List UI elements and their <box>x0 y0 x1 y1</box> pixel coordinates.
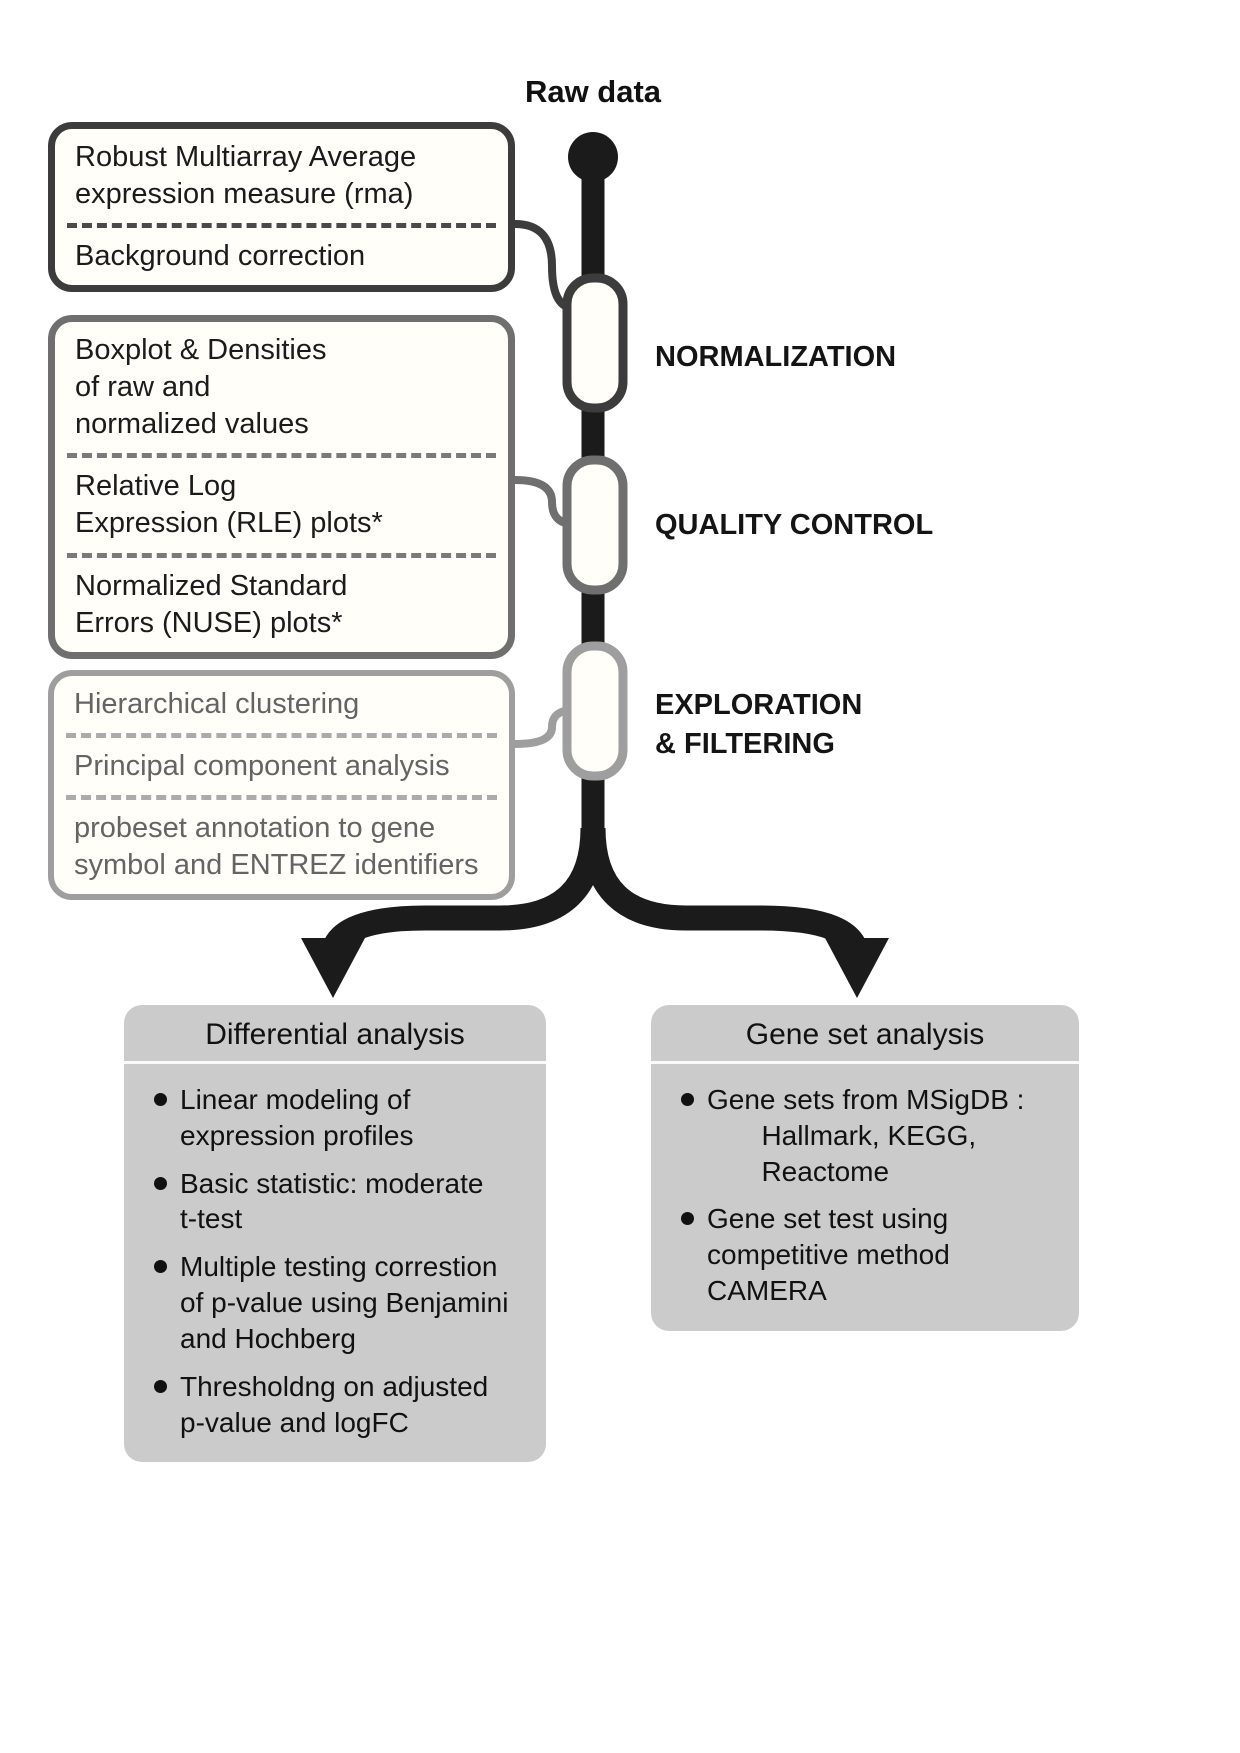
dashed-separator <box>67 552 496 558</box>
bullet-dot-icon <box>681 1212 694 1226</box>
dashed-separator <box>67 453 496 459</box>
method-item: Boxplot & Densities of raw and normalize… <box>75 334 327 441</box>
dashed-separator <box>67 223 496 229</box>
stage-label-quality-control: QUALITY CONTROL <box>655 509 934 541</box>
bullet-item: Thresholdng on adjusted p-value and logF… <box>154 1369 534 1441</box>
bullet-dot-icon <box>154 1093 167 1106</box>
left-branch-line <box>320 827 606 960</box>
stage-label-exploration-filtering: EXPLORATION & FILTERING <box>655 689 863 761</box>
bullet-item: Multiple testing correstion of p-value u… <box>154 1249 534 1356</box>
quality-control-node <box>562 455 628 595</box>
right-branch-line <box>580 827 870 960</box>
method-item: Principal component analysis <box>74 750 450 783</box>
analysis-title: Differential analysis <box>124 1005 546 1064</box>
bullet-item: Gene set test using competitive method C… <box>681 1201 1067 1308</box>
bullet-list: Linear modeling of expression profiles B… <box>124 1064 546 1462</box>
bullet-text: Gene set test using competitive method C… <box>707 1203 950 1307</box>
bullet-item: Linear modeling of expression profiles <box>154 1082 534 1154</box>
normalization-node <box>562 273 628 413</box>
bullet-text: Thresholdng on adjusted p-value and logF… <box>180 1370 489 1438</box>
bullet-dot-icon <box>681 1093 694 1106</box>
bullet-dot-icon <box>154 1176 167 1190</box>
differential-analysis-box: Differential analysis Linear modeling of… <box>124 1005 546 1463</box>
gene-set-analysis-box: Gene set analysis Gene sets from MSigDB … <box>651 1005 1079 1331</box>
bullet-dot-icon <box>154 1260 167 1274</box>
bullet-list: Gene sets from MSigDB : Hallmark, KEGG, … <box>651 1064 1079 1331</box>
stage-label-normalization: NORMALIZATION <box>655 341 897 373</box>
method-item: Robust Multiarray Average expression mea… <box>75 141 417 211</box>
method-item: Relative Log Expression (RLE) plots* <box>75 470 383 540</box>
method-item: Normalized Standard Errors (NUSE) plots* <box>75 569 348 639</box>
bullet-text: Basic statistic: moderate t-test <box>180 1167 484 1235</box>
raw-data-dot <box>568 132 618 182</box>
method-item: Hierarchical clustering <box>74 688 360 720</box>
dashed-separator <box>66 795 497 801</box>
bullet-text: Multiple testing correstion of p-value u… <box>180 1251 509 1354</box>
analysis-title: Gene set analysis <box>651 1005 1079 1064</box>
bullet-item: Basic statistic: moderate t-test <box>154 1166 534 1238</box>
right-arrowhead-icon <box>825 938 889 998</box>
bullet-text: Gene sets from MSigDB : Hallmark, KEGG, … <box>707 1084 1025 1187</box>
method-item: probeset annotation to gene symbol and E… <box>74 812 479 882</box>
bullet-dot-icon <box>154 1379 167 1393</box>
exploration-methods-box: Hierarchical clustering Principal compon… <box>48 670 515 901</box>
method-item: Background correction <box>75 240 366 273</box>
raw-data-label: Raw data <box>524 74 662 109</box>
bullet-text: Linear modeling of expression profiles <box>180 1084 414 1151</box>
quality-control-methods-box: Boxplot & Densities of raw and normalize… <box>48 315 515 659</box>
exploration-node <box>562 641 628 781</box>
normalization-methods-box: Robust Multiarray Average expression mea… <box>48 122 515 293</box>
left-arrowhead-icon <box>301 938 365 998</box>
bullet-item: Gene sets from MSigDB : Hallmark, KEGG, … <box>681 1082 1067 1189</box>
dashed-separator <box>66 733 497 739</box>
normalization-connector <box>514 220 575 312</box>
